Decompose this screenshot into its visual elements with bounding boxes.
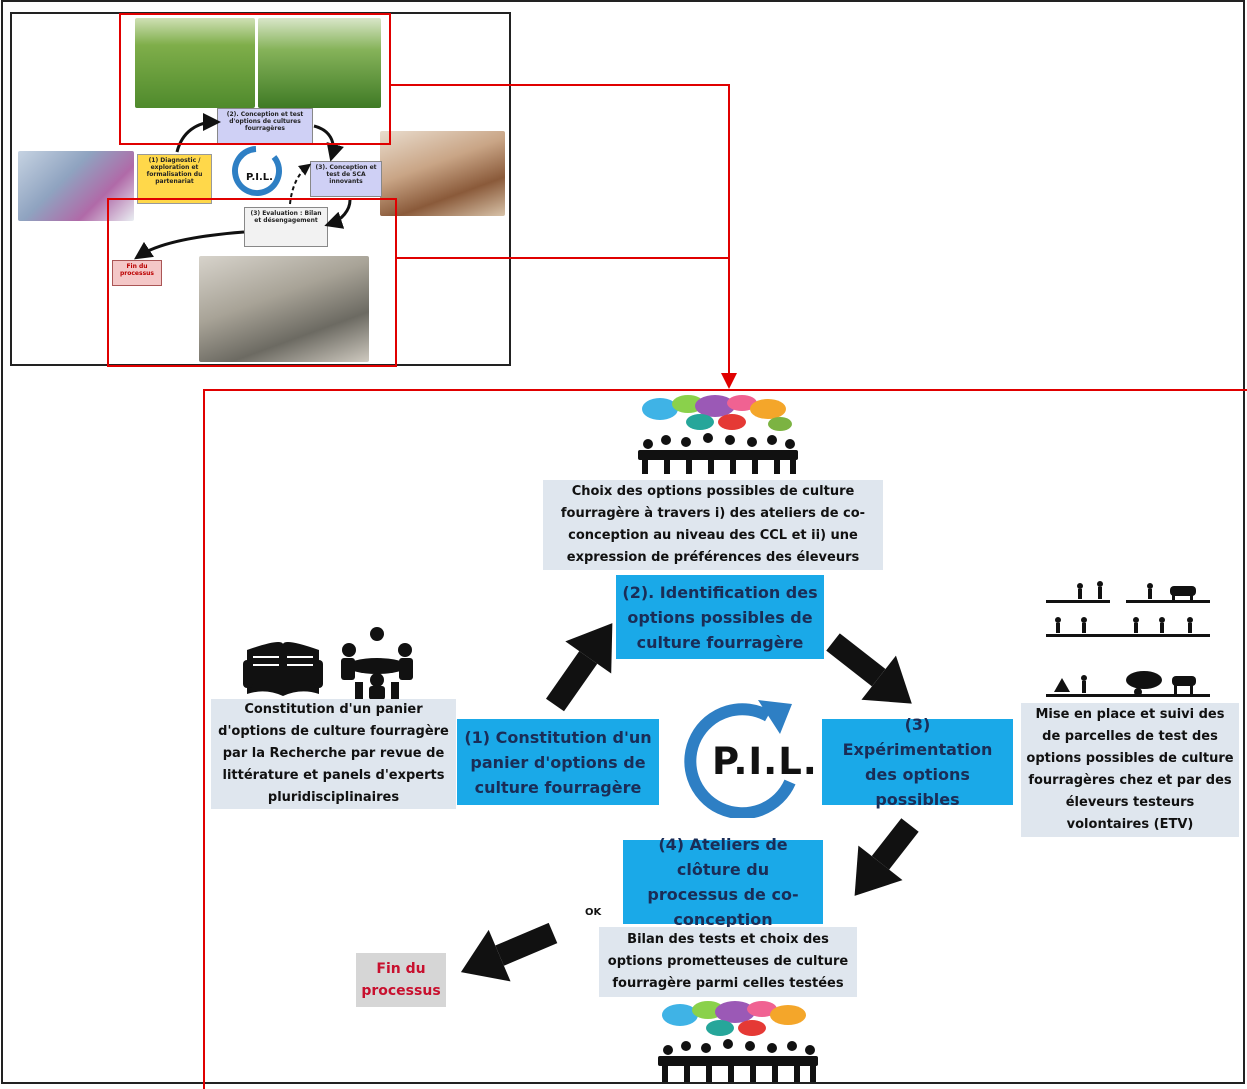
workshop-photo	[199, 256, 369, 362]
arrow-step2-to-step3	[826, 633, 912, 704]
step-3-experimentation: (3) Expérimentation des options possible…	[822, 715, 1013, 809]
thumb-pil-label: P.I.L.	[246, 172, 273, 183]
fin-du-processus-box: Fin du processus	[356, 953, 446, 1007]
step-1-constitution: (1) Constitution d'un panier d'options d…	[457, 719, 659, 805]
arrow-step1-to-step2	[545, 623, 613, 712]
bottom-description: Bilan des tests et choix des options pro…	[599, 927, 857, 997]
main-diagram-frame	[203, 389, 1247, 1089]
thumb-fin-box: Fin du processus	[112, 260, 162, 286]
cow-photo	[380, 131, 505, 216]
thumb-step-3-box: (3). Conception et test de SCA innovants	[310, 161, 382, 197]
arrow-step3-to-step4	[854, 818, 919, 896]
left-description: Constitution d'un panier d'options de cu…	[211, 699, 456, 809]
farming-activities-icon	[1046, 581, 1210, 697]
pil-label: P.I.L.	[712, 740, 818, 783]
pil-cycle-icon	[684, 700, 796, 818]
book-and-table-icon	[243, 627, 413, 700]
meeting-photo-left	[18, 151, 134, 221]
thumb-step-1-box: (1) Diagnostic / exploration et formalis…	[137, 154, 212, 204]
arrow-step4-to-fin	[460, 922, 558, 982]
thumb-arrows	[134, 113, 352, 260]
field-photo-left	[135, 18, 255, 108]
field-photo-right	[258, 18, 381, 108]
right-description: Mise en place et suivi des de parcelles …	[1021, 703, 1239, 837]
step-2-identification: (2). Identification des options possible…	[616, 575, 824, 659]
thumb-step-4-box: (3) Evaluation : Bilan et désengagement	[244, 207, 328, 247]
highlight-rect-bottom	[107, 198, 397, 367]
top-description: Choix des options possibles de culture f…	[543, 480, 883, 570]
meeting-people-icon-bottom	[658, 1001, 818, 1082]
ok-label: OK	[585, 907, 602, 918]
meeting-people-icon-top	[638, 395, 798, 474]
highlight-rect-top	[119, 13, 391, 145]
